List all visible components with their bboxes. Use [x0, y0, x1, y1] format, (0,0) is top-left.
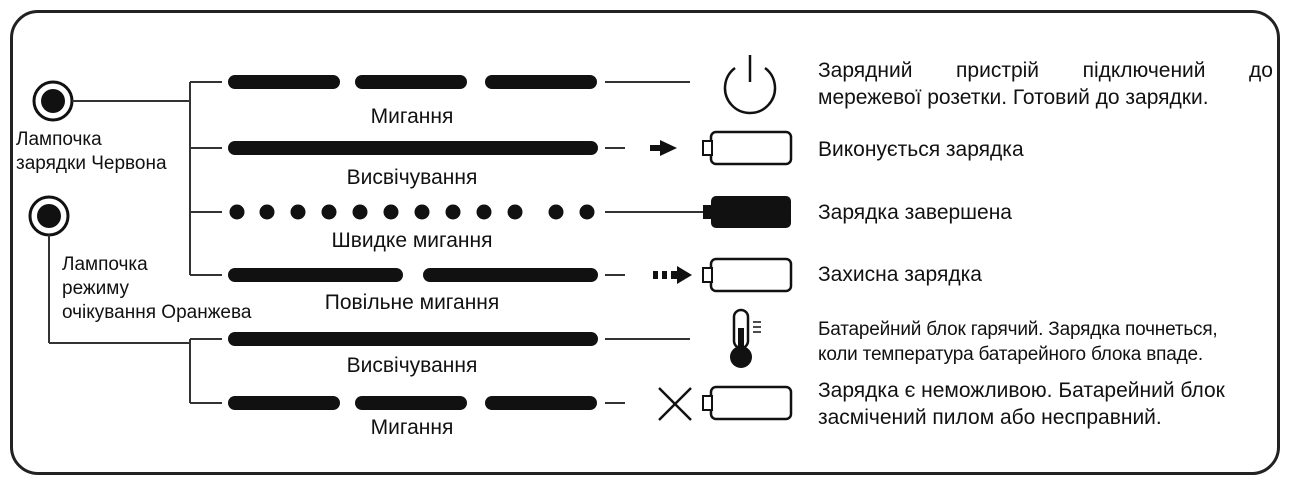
- pattern-solid: [228, 141, 598, 155]
- pattern-label: Швидке мигання: [331, 229, 493, 252]
- pattern-label: Повільне мигання: [324, 291, 500, 314]
- pattern-dash: [355, 396, 467, 410]
- connector-wires: [48, 81, 705, 404]
- pattern-label: Висвічування: [346, 166, 478, 189]
- row-description: Зарядка завершена: [818, 199, 1012, 226]
- row-description-line: мережевої розетки. Готовий до зарядки.: [818, 86, 1209, 109]
- pattern-dash: [228, 396, 340, 410]
- row-description-line: Зарядка є неможливою. Батарейний блок: [818, 379, 1225, 402]
- battery-protective-icon: [653, 257, 793, 293]
- orange-lamp-label-line1: Лампочка: [62, 254, 148, 275]
- row-description-line: Батарейний блок гарячий. Зарядка почнеть…: [818, 319, 1218, 340]
- red-lamp-icon: [32, 80, 74, 122]
- red-lamp-label-line2: зарядки Червона: [16, 153, 167, 174]
- power-icon: [723, 55, 777, 115]
- row-description: Виконується зарядка: [818, 136, 1024, 163]
- pattern-dash: [485, 396, 597, 410]
- pattern-label: Мигання: [370, 416, 454, 439]
- thermometer-icon: [730, 308, 761, 368]
- pattern-dash: [228, 75, 340, 89]
- pattern-dash: [228, 268, 403, 282]
- diagram-frame: [10, 10, 1280, 475]
- pattern-dash: [355, 75, 467, 89]
- pattern-label: Висвічування: [346, 354, 478, 377]
- row-description-line: Захисна зарядка: [818, 263, 982, 286]
- battery-charging-icon: [650, 130, 793, 166]
- red-lamp-label: Лампочка зарядки Червона: [16, 128, 167, 176]
- pattern-dash: [423, 268, 598, 282]
- row-description: Зарядка є неможливою. Батарейний блок за…: [818, 377, 1225, 431]
- row-description: Зарядний пристрій підключений до мережев…: [818, 57, 1273, 111]
- row-description-line: Виконується зарядка: [818, 138, 1024, 161]
- battery-error-icon: [658, 385, 793, 421]
- row-description-line: Зарядний пристрій підключений до: [818, 59, 1273, 82]
- row-description: Захисна зарядка: [818, 261, 982, 288]
- orange-lamp-label-line2: режиму: [62, 278, 130, 299]
- orange-lamp-icon: [28, 195, 70, 237]
- row-description-line: коли температура батарейного блока впаде…: [818, 344, 1203, 365]
- orange-lamp-label-line3: очікування Оранжева: [62, 302, 252, 323]
- row-description-line: засмічений пилом або несправний.: [818, 406, 1162, 429]
- pattern-label: Мигання: [370, 105, 454, 128]
- pattern-solid: [228, 332, 598, 346]
- red-lamp-label-line1: Лампочка: [16, 129, 102, 150]
- row-description-line: Зарядка завершена: [818, 201, 1012, 224]
- battery-full-icon: [703, 196, 791, 228]
- pattern-dash: [485, 75, 597, 89]
- row-description: Батарейний блок гарячий. Зарядка почнеть…: [818, 317, 1218, 367]
- orange-lamp-label: Лампочка режиму очікування Оранжева: [62, 253, 251, 325]
- pattern-marks: [228, 75, 598, 410]
